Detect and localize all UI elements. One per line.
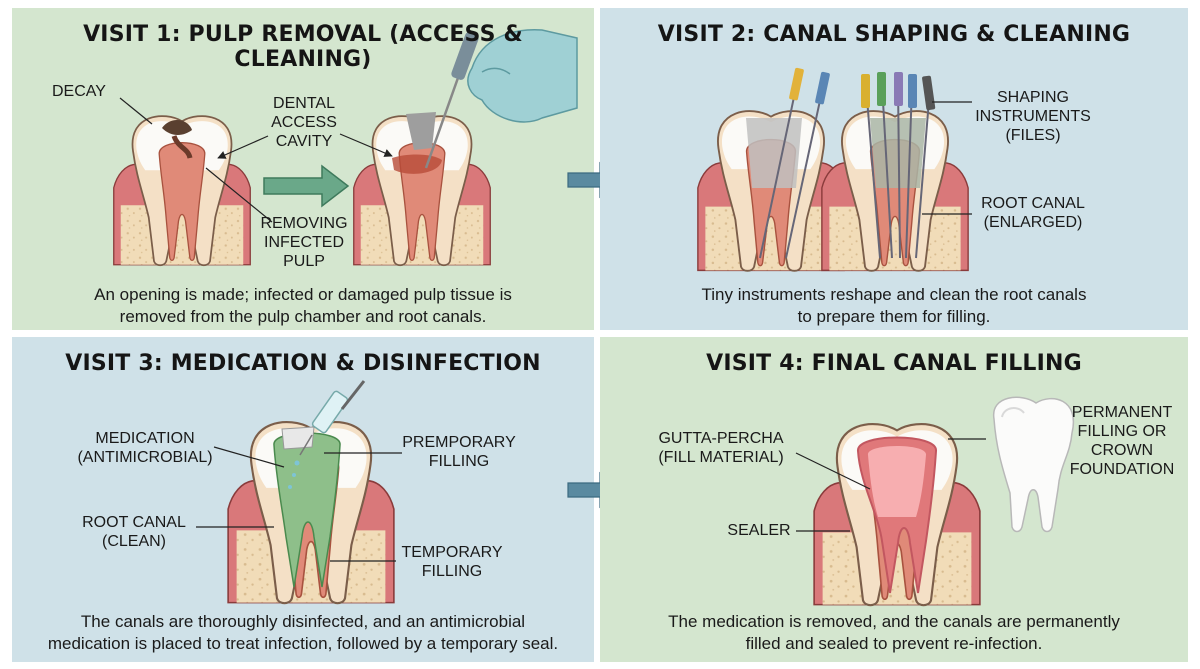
visit-4-caption: The medication is removed, and the canal… bbox=[668, 612, 1120, 653]
permanent-label: PERMANENT FILLING OR CROWN FOUNDATION bbox=[1069, 404, 1175, 478]
visit-1-panel: VISIT 1: PULP REMOVAL (ACCESS & CLEANING… bbox=[12, 8, 594, 330]
sealer-label: SEALER bbox=[727, 522, 791, 539]
temporary-label: TEMPORARY FILLING bbox=[401, 544, 503, 580]
dental-file-icon bbox=[759, 67, 830, 259]
instruments-label: SHAPING INSTRUMENTS (FILES) bbox=[975, 89, 1091, 144]
access-cavity-leader bbox=[217, 135, 269, 159]
tooth-icon bbox=[112, 115, 252, 267]
decay-label: DECAY bbox=[52, 83, 106, 100]
removing-pulp-label: REMOVING INFECTED PULP bbox=[260, 215, 348, 270]
gutta-percha-leader bbox=[795, 452, 871, 490]
removing-pulp-leader bbox=[205, 167, 273, 223]
visit-1-illustration bbox=[112, 29, 578, 267]
visit-4-panel: VISIT 4: FINAL CANAL FILLING GUTTA-PERCH… bbox=[600, 337, 1188, 662]
decay-spot bbox=[162, 119, 192, 135]
visit-3-title: VISIT 3: MEDICATION & DISINFECTION bbox=[65, 351, 541, 376]
access-cavity-leader-2 bbox=[339, 133, 393, 157]
canal-shaping-area bbox=[746, 118, 802, 188]
dental-file-icon bbox=[424, 32, 479, 169]
temporary-seal bbox=[281, 426, 315, 450]
access-cavity bbox=[406, 112, 436, 150]
visit-2-panel: VISIT 2: CANAL SHAPING & CLEANING SHAPIN… bbox=[600, 8, 1188, 330]
syringe-icon bbox=[288, 380, 366, 489]
visit-4-title: VISIT 4: FINAL CANAL FILLING bbox=[706, 351, 1082, 376]
gutta-percha-highlight bbox=[867, 446, 927, 517]
arrow-right-icon bbox=[263, 164, 350, 208]
visit-2-title: VISIT 2: CANAL SHAPING & CLEANING bbox=[657, 22, 1131, 47]
visit-3-panel: VISIT 3: MEDICATION & DISINFECTION MEDIC… bbox=[12, 337, 594, 662]
medication-leader bbox=[213, 446, 285, 468]
premporary-label: PREMPORARY FILLING bbox=[402, 434, 516, 470]
visit-1-title: VISIT 1: PULP REMOVAL (ACCESS & CLEANING… bbox=[83, 22, 523, 72]
decay-leader bbox=[119, 97, 153, 125]
glove-hand-icon bbox=[467, 29, 578, 123]
visit-3-caption: The canals are thoroughly disinfected, a… bbox=[47, 612, 559, 653]
decay-spread bbox=[171, 135, 193, 159]
crown-icon bbox=[993, 396, 1075, 533]
medication-label: MEDICATION (ANTIMICROBIAL) bbox=[77, 430, 213, 466]
medication-fill bbox=[273, 432, 341, 588]
visit-2-illustration bbox=[696, 67, 972, 272]
visit-3-illustration bbox=[196, 380, 402, 605]
access-cavity-label: DENTAL ACCESS CAVITY bbox=[271, 95, 337, 150]
gutta-percha-label: GUTTA-PERCHA (FILL MATERIAL) bbox=[658, 430, 784, 466]
root-canal-clean-label: ROOT CANAL (CLEAN) bbox=[82, 514, 186, 550]
root-canal-label: ROOT CANAL (ENLARGED) bbox=[981, 195, 1085, 231]
visit-1-caption: An opening is made; infected or damaged … bbox=[94, 285, 512, 326]
visit-2-caption: Tiny instruments reshape and clean the r… bbox=[701, 285, 1087, 326]
dental-file-icon bbox=[861, 72, 936, 259]
visit-4-illustration bbox=[795, 396, 1075, 607]
